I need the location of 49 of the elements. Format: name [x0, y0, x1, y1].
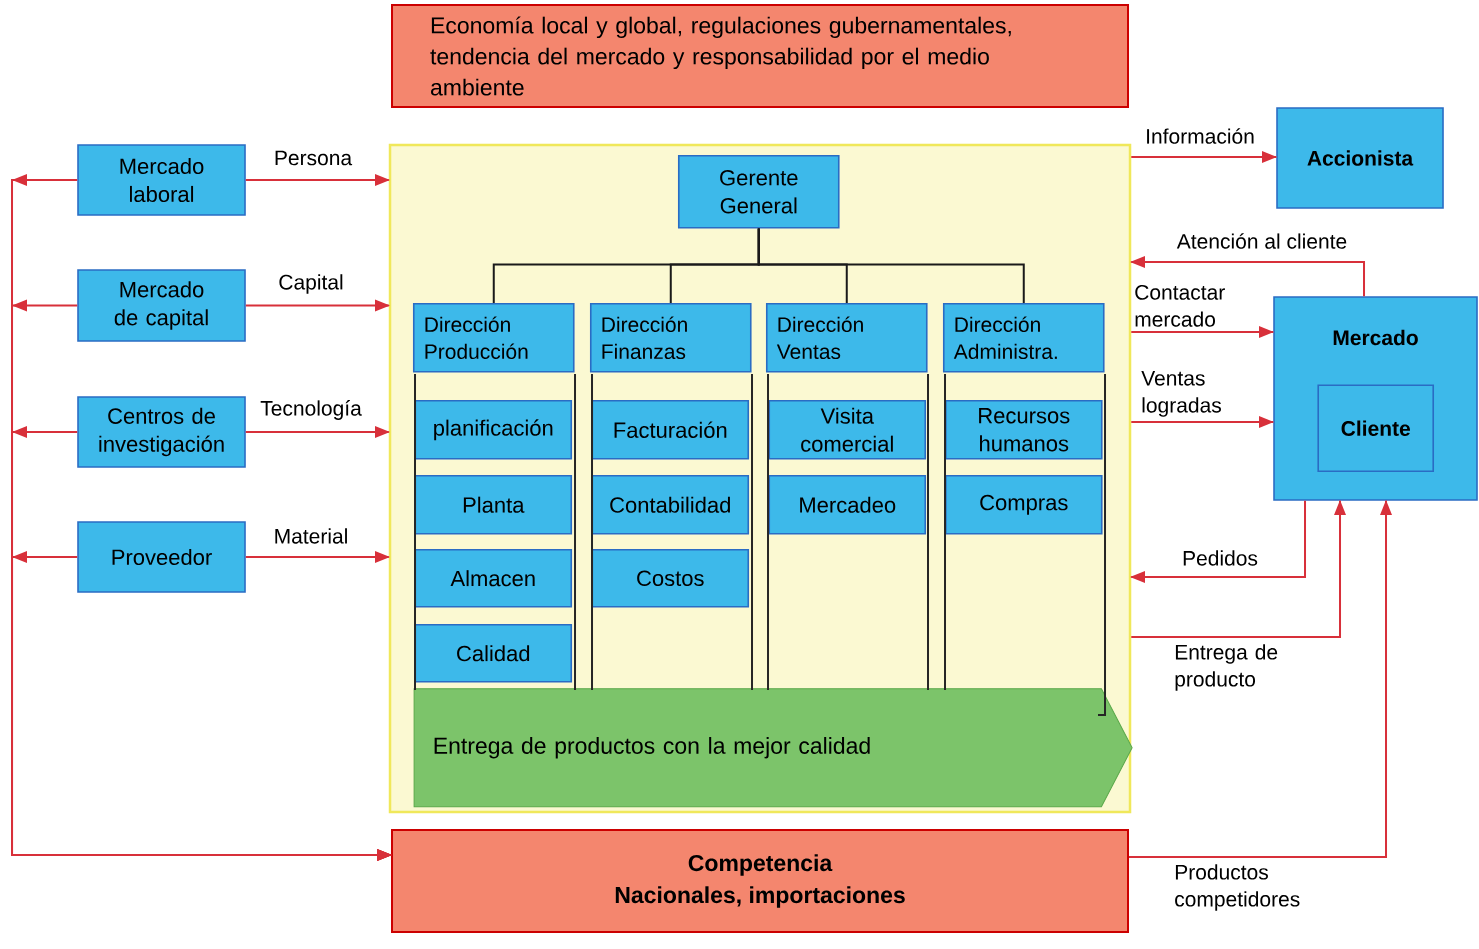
function-box: Facturación: [591, 399, 750, 460]
resource-box: Centros de investigación: [77, 396, 246, 468]
manager-box: Gerente General: [677, 154, 840, 229]
function-box: Mercadeo: [768, 474, 927, 535]
context-box: Economía local y global, regulaciones gubernamentales, tendencia del mercado y responsabilidad por el medio ambiente: [391, 4, 1129, 108]
arrow: [244, 426, 390, 438]
function-box: Costos: [591, 548, 750, 608]
edge-label: Capital: [279, 274, 343, 294]
function-box: Planta: [414, 474, 573, 535]
edge-label: Entrega de producto: [1175, 644, 1278, 691]
edge-label: Pedidos: [1183, 550, 1258, 566]
function-box: Contabilidad: [591, 474, 750, 535]
arrow: [1130, 499, 1306, 583]
customer-box: Cliente: [1317, 384, 1434, 472]
function-box: Compras: [944, 474, 1103, 535]
edge-label: Material: [275, 528, 347, 544]
resource-box: Mercado de capital: [77, 269, 246, 342]
arrow: [1128, 499, 1392, 858]
arrow: [1130, 416, 1275, 428]
department-box: Dirección Producción: [412, 302, 575, 373]
arrow: [11, 551, 392, 861]
function-box: Calidad: [414, 623, 573, 683]
edge-label: Atención al cliente: [1176, 233, 1347, 249]
edge-label: Persona: [275, 150, 353, 166]
shareholder-box: Accionista: [1276, 107, 1444, 209]
resource-box: Proveedor: [77, 521, 246, 593]
goal-banner: Entrega de productos con la mejor calidad: [413, 688, 1133, 808]
arrow: [244, 299, 390, 312]
edge-label: Productos competidores: [1175, 864, 1300, 911]
arrow: [1130, 499, 1346, 638]
arrow: [1130, 151, 1278, 163]
function-box: Recursos humanos: [944, 399, 1103, 460]
function-box: Visita comercial: [768, 399, 927, 460]
edge-label: Ventas logradas: [1141, 371, 1221, 417]
arrow: [1130, 256, 1365, 298]
edge-label: Contactar mercado: [1135, 284, 1225, 327]
arrow: [244, 551, 390, 563]
edge-label: Tecnología: [260, 400, 362, 420]
function-box: planificación: [414, 399, 573, 460]
department-box: Dirección Administra.: [942, 302, 1105, 373]
competition-box: Competencia Nacionales, importaciones: [391, 829, 1129, 933]
department-box: Dirección Ventas: [765, 302, 928, 373]
resource-box: Mercado laboral: [77, 144, 246, 216]
connector-line: [757, 227, 1025, 304]
arrow: [1130, 326, 1275, 338]
function-box: Almacen: [414, 548, 573, 608]
edge-label: Información: [1147, 128, 1254, 144]
department-box: Dirección Finanzas: [589, 302, 752, 373]
arrow: [244, 174, 390, 186]
